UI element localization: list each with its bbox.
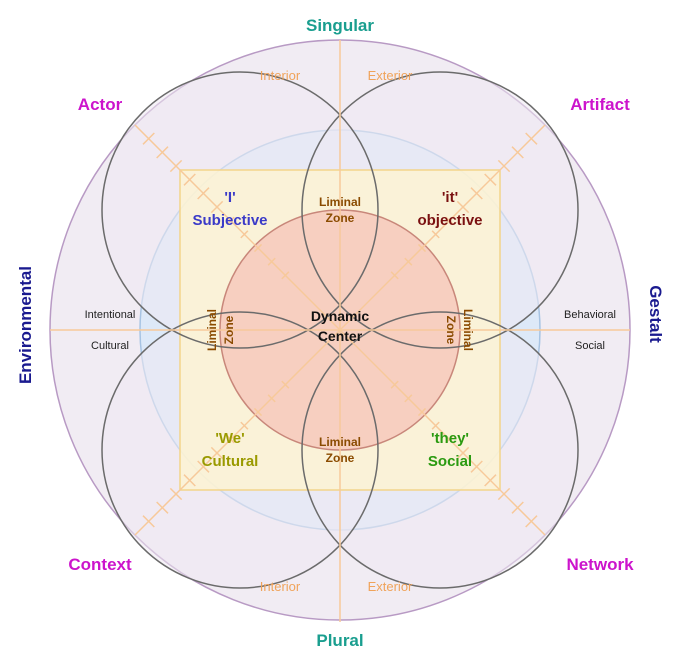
diagonal-tick [142, 515, 155, 528]
corner-circles-outline [101, 71, 579, 589]
diagonal-tick [183, 173, 196, 186]
cultural-side-label: Cultural [91, 340, 129, 352]
liminal-bottom-line2: Zone [326, 451, 355, 465]
corner-actor-label: Actor [78, 95, 123, 114]
diagonal-tick [497, 159, 511, 173]
diagonal-tick [210, 200, 224, 214]
quadrant-it-line2: objective [417, 212, 482, 229]
diagonal-lines [134, 124, 546, 536]
quadrant-we-line2: Cultural [202, 453, 259, 470]
quadrant-they-line2: Social [428, 453, 472, 470]
diagonal-tick [445, 435, 454, 444]
diagonal-tick [497, 487, 511, 501]
diagonal-tick [431, 421, 440, 430]
quadrant-we-line1: 'We' [215, 430, 244, 447]
diagonal-tick [390, 380, 399, 389]
intentional-label: Intentional [85, 309, 136, 321]
diagonal-tick [169, 487, 183, 501]
corner-network-label: Network [566, 555, 634, 574]
diagonal-tick [183, 474, 196, 487]
diagonal-tick [240, 230, 249, 239]
liminal-right-line1: Liminal [461, 309, 475, 351]
diagonal-tick [267, 394, 276, 403]
diagonal-tick [390, 271, 399, 280]
liminal-left-line2: Zone [222, 315, 236, 344]
diagonal-tick [169, 159, 183, 173]
diagonal-tick [281, 271, 290, 280]
diagonal-tick [240, 421, 249, 430]
diagonal-tick [404, 257, 413, 266]
diagonal-tick [197, 460, 210, 473]
diagonal-tick [431, 230, 440, 239]
axis-plural-label: Plural [316, 631, 363, 650]
diagonal-tick [417, 407, 427, 417]
diagonal-tick [226, 435, 235, 444]
diagonal-tick [470, 187, 483, 200]
interior-bottom-label: Interior [260, 579, 301, 594]
diagonal-tick [197, 187, 210, 200]
behavioral-label: Behavioral [564, 309, 616, 321]
diagonal-tick [470, 460, 483, 473]
diagonal-tick [404, 394, 413, 403]
axis-gestalt-label: Gestalt [646, 285, 665, 343]
diagonal-tick [456, 446, 470, 460]
diagonal-tick [417, 243, 427, 253]
social-side-label: Social [575, 340, 605, 352]
diagonal-tick [253, 407, 263, 417]
diagonal-tick [511, 501, 524, 514]
diagonal-tick [210, 446, 224, 460]
diagonal-tick [511, 146, 524, 159]
liminal-top-line1: Liminal [319, 195, 361, 209]
diagonal-tick [281, 380, 290, 389]
liminal-left-line1: Liminal [205, 309, 219, 351]
quadrant-i-line2: Subjective [192, 212, 267, 229]
axis-environmental-label: Environmental [16, 266, 35, 384]
liminal-top-line2: Zone [326, 211, 355, 225]
quadrant-i-line1: 'I' [224, 189, 235, 206]
diagonal-tick [445, 216, 454, 225]
quadrant-they-line1: 'they' [431, 430, 469, 447]
liminal-right-line2: Zone [444, 316, 458, 345]
exterior-top-label: Exterior [368, 68, 413, 83]
diagonal-tick [484, 474, 497, 487]
axis-singular-label: Singular [306, 16, 374, 35]
diagonal-tick [525, 132, 538, 145]
diagonal-tick [142, 132, 155, 145]
center-line1: Dynamic [311, 308, 370, 324]
diagonal-tick [267, 257, 276, 266]
corner-context-label: Context [68, 555, 132, 574]
diagonal-tick [484, 173, 497, 186]
quadrant-it-line1: 'it' [442, 189, 458, 206]
interior-top-label: Interior [260, 68, 301, 83]
liminal-bottom-line1: Liminal [319, 435, 361, 449]
diagonal-tick [456, 200, 470, 214]
center-line2: Center [318, 328, 363, 344]
corner-artifact-label: Artifact [570, 95, 630, 114]
diagonal-tick [525, 515, 538, 528]
exterior-bottom-label: Exterior [368, 579, 413, 594]
diagonal-tick [156, 146, 169, 159]
diagonal-tick [226, 216, 235, 225]
diagonal-tick [253, 243, 263, 253]
diagonal-tick [156, 501, 169, 514]
